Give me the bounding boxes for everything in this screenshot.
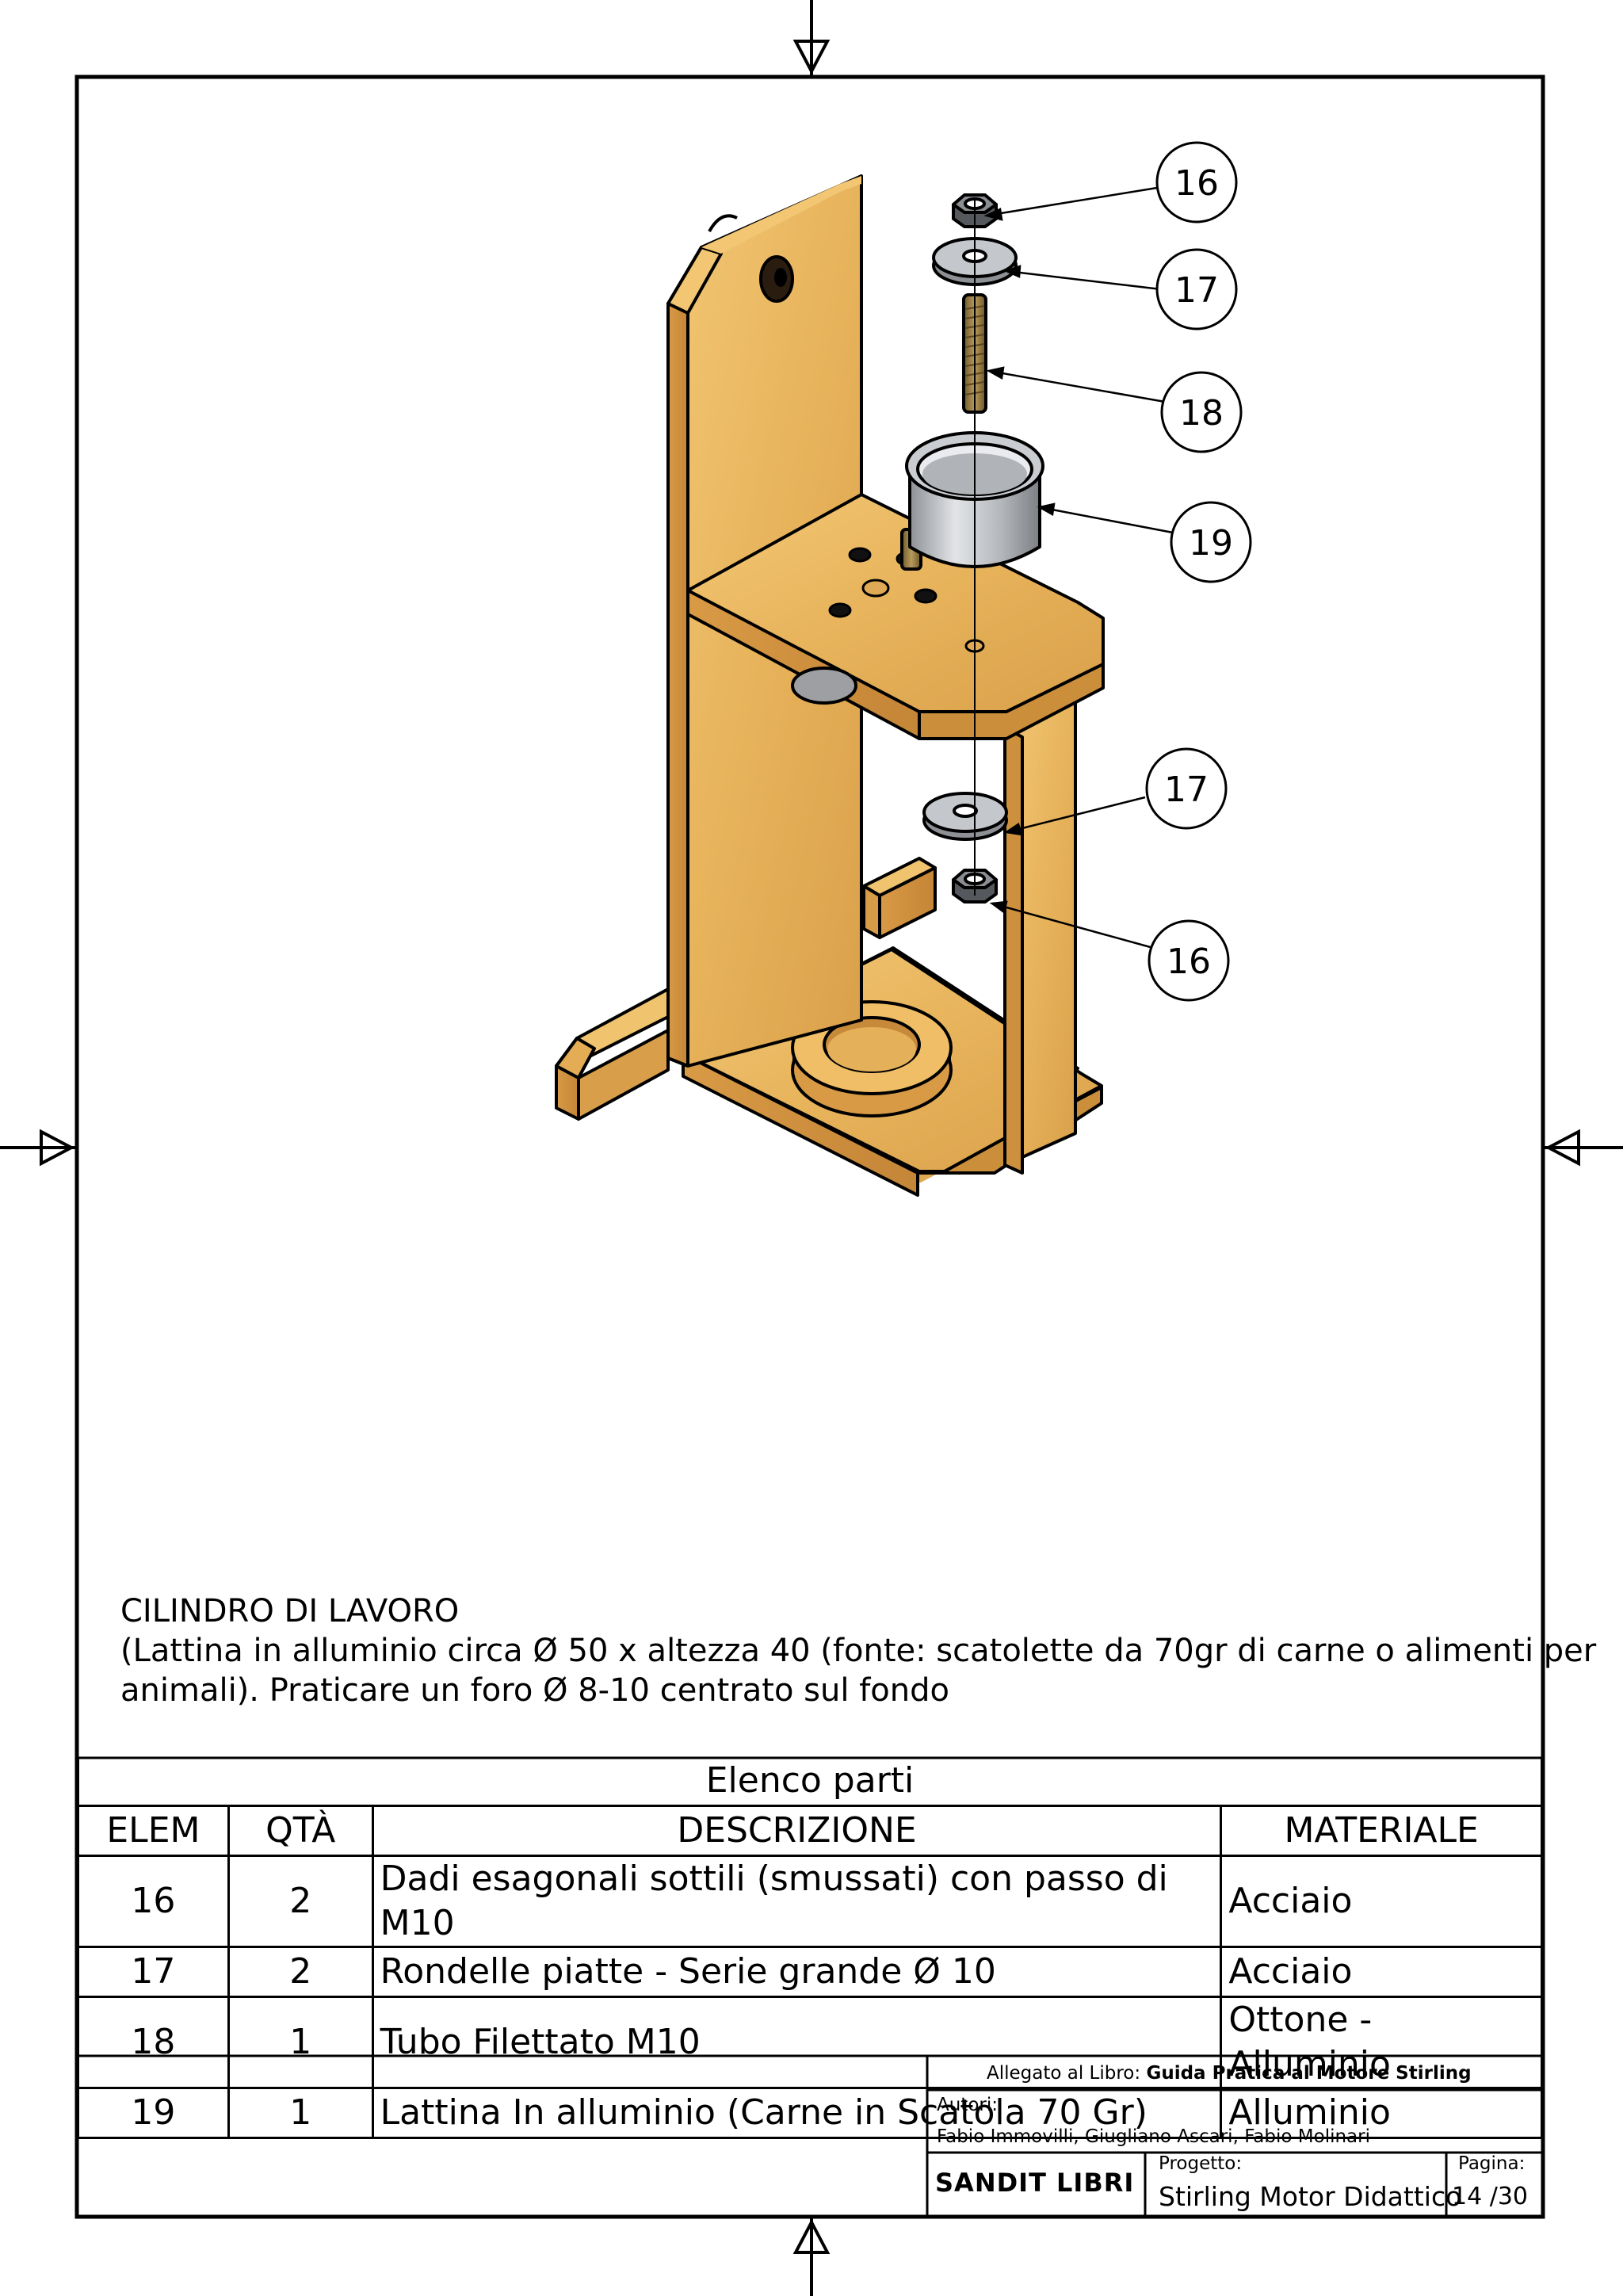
cell-qty: 1 [227, 1996, 374, 2089]
parts-list-table: Elenco parti ELEM QTÀ DESCRIZIONE MATERI… [77, 1757, 1543, 2139]
publisher-logo: SANDIT LIBRI [935, 2168, 1135, 2198]
cell-qty: 2 [227, 1855, 374, 1948]
note-title: CILINDRO DI LAVORO [120, 1593, 460, 1629]
book-title: Guida Pratica al Motore Stirling [1146, 2063, 1472, 2084]
table-row: 16 2 Dadi esagonali sottili (smussati) c… [77, 1855, 1543, 1948]
balloons [1145, 141, 1252, 1002]
cell-material: Acciaio [1220, 1855, 1543, 1948]
balloon-circle [1155, 248, 1238, 330]
cell-material: Alluminio [1220, 2087, 1543, 2139]
base-front-edge [682, 1052, 919, 1197]
balloon-label: 17 [1174, 270, 1219, 311]
page-number: 14 /30 [1452, 2183, 1528, 2210]
stand-assembly [555, 174, 1105, 1197]
shelf-support [791, 667, 857, 705]
project-name: Stirling Motor Didattico [1159, 2181, 1462, 2212]
cell-elem: 18 [77, 1996, 230, 2089]
balloon-circle [1145, 747, 1228, 830]
authors-label: Autori: [937, 2095, 998, 2115]
header-qty: QTÀ [227, 1805, 374, 1857]
balloon-label: 18 [1179, 393, 1224, 434]
cell-qty: 1 [227, 2087, 374, 2139]
header-description: DESCRIZIONE [371, 1805, 1223, 1857]
header-elem: ELEM [77, 1805, 230, 1857]
cell-material: Ottone - Alluminio [1220, 1996, 1543, 2089]
rear-foot-front [862, 884, 881, 939]
cell-description: Tubo Filettato M10 [371, 1996, 1223, 2089]
upright-edge [666, 302, 689, 1068]
cell-material: Acciaio [1220, 1946, 1543, 1998]
right-post-side [1003, 726, 1024, 1175]
page-label: Pagina: [1458, 2153, 1526, 2174]
header-material: MATERIALE [1220, 1805, 1543, 1857]
balloon-circle [1148, 919, 1230, 1002]
project-label: Progetto: [1159, 2153, 1243, 2174]
leader-lines [983, 186, 1174, 949]
note-line-1: (Lattina in alluminio circa Ø 50 x altez… [120, 1633, 1597, 1669]
parts-list-caption: Elenco parti [77, 1757, 1543, 1807]
cell-elem: 16 [77, 1855, 230, 1948]
table-row: 17 2 Rondelle piatte - Serie grande Ø 10… [77, 1946, 1543, 1998]
balloon-circle [1170, 501, 1252, 583]
authors: Fabio Immovilli, Giugliano Ascari, Fabio… [937, 2126, 1370, 2147]
cell-elem: 17 [77, 1946, 230, 1998]
cell-qty: 2 [227, 1946, 374, 1998]
table-row: 18 1 Tubo Filettato M10 Ottone - Allumin… [77, 1996, 1543, 2089]
balloon-label: 19 [1189, 523, 1233, 563]
cell-description: Dadi esagonali sottili (smussati) con pa… [371, 1855, 1223, 1948]
balloon-label: 16 [1174, 163, 1219, 204]
balloon-label: 16 [1167, 942, 1211, 982]
attached-book-line: Allegato al Libro: Guida Pratica al Moto… [987, 2062, 1472, 2084]
note-line-2: animali). Praticare un foro Ø 8-10 centr… [120, 1672, 949, 1709]
cell-elem: 19 [77, 2087, 230, 2139]
cell-description: Rondelle piatte - Serie grande Ø 10 [371, 1946, 1223, 1998]
balloon-circle [1160, 371, 1243, 453]
note-block: CILINDRO DI LAVORO (Lattina in alluminio… [120, 1591, 1597, 1710]
cell-description: Lattina In alluminio (Carne in Scatola 7… [371, 2087, 1223, 2139]
attached-label: Allegato al Libro: [987, 2063, 1141, 2084]
front-foot-side [577, 1029, 670, 1121]
balloon-label: 17 [1164, 770, 1209, 810]
parts-header-row: ELEM QTÀ DESCRIZIONE MATERIALE [77, 1805, 1543, 1857]
balloon-circle [1155, 141, 1238, 223]
shelf-right-edge [918, 663, 1105, 740]
table-row: 19 1 Lattina In alluminio (Carne in Scat… [77, 2087, 1543, 2139]
